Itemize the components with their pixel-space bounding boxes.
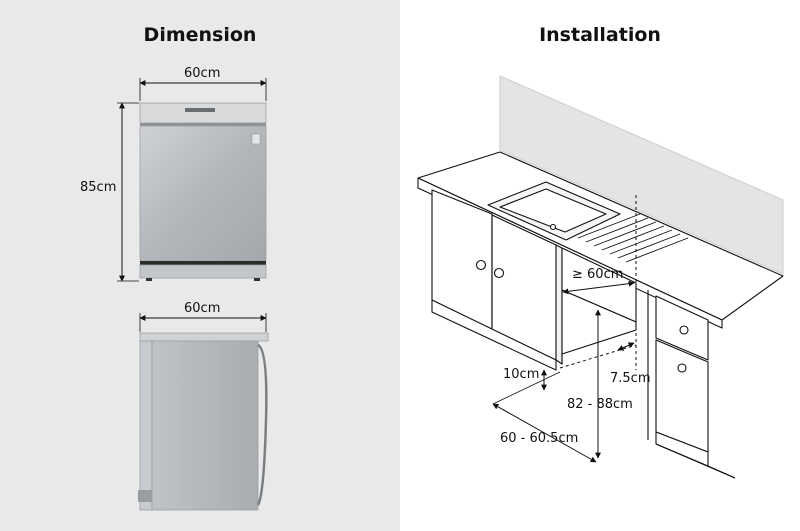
toe-kick-label: 10cm (503, 367, 540, 382)
min-width-dimension-line (562, 280, 635, 295)
min-width-label: ≥ 60cm (572, 267, 624, 282)
front-width-dimension-line (139, 78, 267, 101)
height-range-label: 82 - 88cm (567, 397, 633, 412)
depth-range-dimension-line (492, 371, 597, 463)
kitchen-installation-drawing (417, 75, 784, 479)
front-width-label: 60cm (184, 66, 221, 81)
dimension-title: Dimension (143, 24, 257, 46)
front-height-dimension-line (117, 102, 139, 282)
side-width-label: 60cm (184, 301, 221, 316)
installation-title: Installation (539, 24, 661, 46)
front-height-label: 85cm (80, 180, 117, 195)
gap-dimension-line (617, 342, 635, 351)
dishwasher-side-view (138, 332, 269, 511)
gap-label: 7.5cm (610, 371, 651, 386)
dishwasher-front-view (139, 102, 267, 281)
side-width-dimension-line (139, 313, 267, 332)
depth-range-label: 60 - 60.5cm (500, 431, 579, 446)
